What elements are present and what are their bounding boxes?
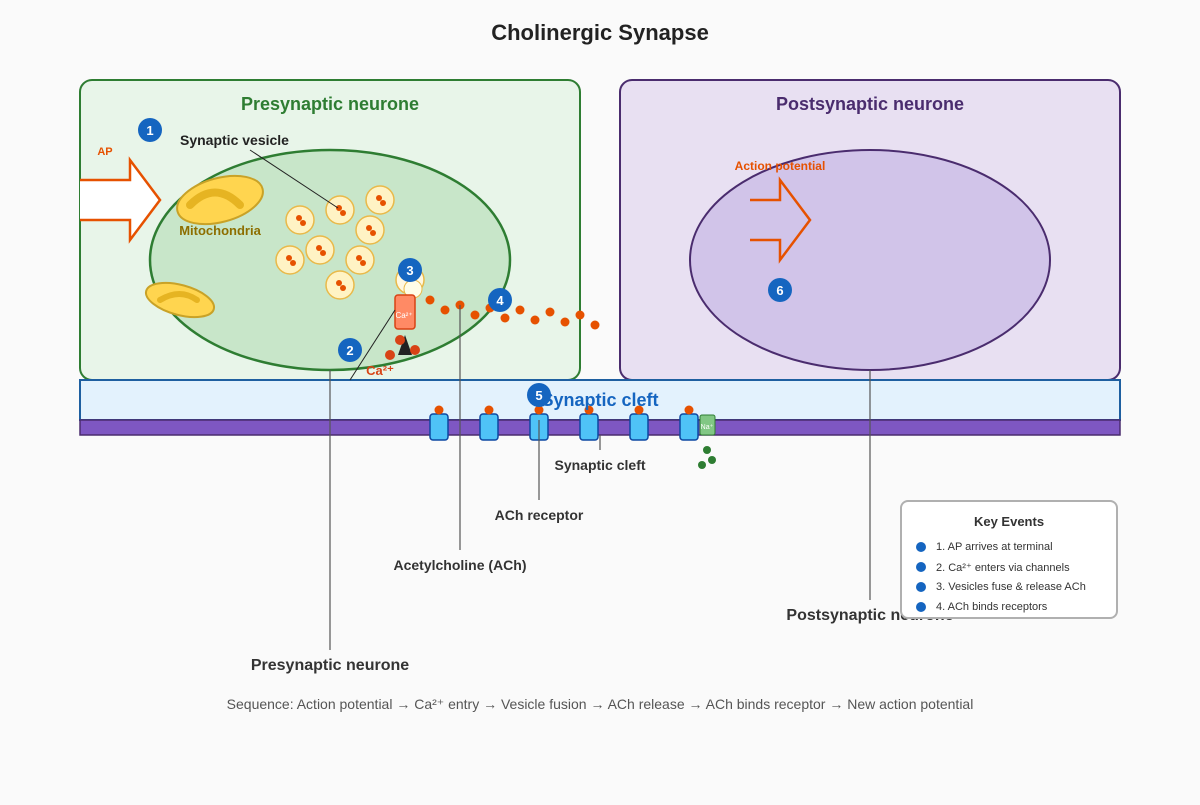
vesicle-leader-line — [249, 149, 339, 209]
key-events-title: Key Events — [973, 514, 1045, 529]
ach-receptor-callout: ACh receptor — [495, 507, 584, 523]
svg-text:1: 1 — [146, 123, 153, 138]
synaptic-cleft-callout: Synaptic cleft — [554, 457, 645, 473]
key-event-text: 1. AP arrives at terminal — [936, 541, 1053, 553]
svg-text:5: 5 — [535, 388, 542, 403]
vesicle-icon — [355, 215, 385, 245]
svg-text:2: 2 — [346, 343, 353, 358]
postsynaptic-membrane — [79, 419, 1121, 436]
ach-receptor-icon — [429, 405, 449, 441]
key-event-item: 3. Vesicles fuse & release ACh — [916, 579, 1086, 595]
svg-text:3: 3 — [406, 263, 413, 278]
influx-arrow-icon — [398, 335, 412, 355]
presynaptic-callout: Presynaptic neurone — [251, 657, 409, 674]
calcium-label: Ca²⁺ — [366, 363, 394, 378]
ach-receptor-icon — [679, 405, 699, 441]
svg-text:6: 6 — [776, 283, 783, 298]
bullet-icon — [916, 562, 926, 572]
key-event-text: 3. Vesicles fuse & release ACh — [936, 581, 1086, 593]
sequence-caption: Sequence: Action potential → Ca²⁺ entry … — [226, 696, 974, 712]
ach-receptor-icon — [579, 405, 599, 441]
vesicle-icon — [345, 245, 375, 275]
presynaptic-title: Presynaptic neurone — [241, 94, 419, 114]
vesicle-icon — [365, 185, 395, 215]
step-badge-2: 2 — [338, 338, 362, 362]
key-event-text: 2. Ca²⁺ enters via channels — [936, 561, 1070, 574]
key-events-legend: Key Events 1. AP arrives at terminal 2. … — [900, 500, 1118, 619]
step-badge-1: 1 — [138, 118, 162, 142]
diagram-title: Cholinergic Synapse — [491, 20, 709, 45]
ap-label: AP — [97, 146, 112, 158]
vesicle-icon — [275, 245, 305, 275]
ach-receptor-icon — [479, 405, 499, 441]
vesicle-icon — [305, 235, 335, 265]
calcium-ion — [395, 335, 405, 345]
postsynaptic-title: Postsynaptic neurone — [776, 94, 964, 114]
sodium-channel-icon — [699, 414, 716, 436]
mitochondrion-icon — [176, 174, 264, 226]
key-event-item: 4. ACh binds receptors — [916, 599, 1047, 615]
acetylcholine-callout: Acetylcholine (ACh) — [393, 557, 526, 573]
key-event-item: 2. Ca²⁺ enters via channels — [916, 559, 1070, 575]
key-event-item: 1. AP arrives at terminal — [916, 539, 1053, 555]
svg-text:4: 4 — [496, 293, 504, 308]
sodium-ion — [698, 461, 706, 469]
ach-receptor-icon — [529, 405, 549, 441]
synaptic-cleft-title: Synaptic cleft — [541, 390, 658, 410]
ach-receptor-icon — [629, 405, 649, 441]
bullet-icon — [916, 602, 926, 612]
sodium-label: Na⁺ — [701, 424, 714, 431]
key-event-text: 4. ACh binds receptors — [936, 601, 1048, 613]
step-badge-3: 3 — [398, 258, 422, 282]
calcium-channel-icon — [394, 294, 416, 330]
bullet-icon — [916, 582, 926, 592]
step-badge-5: 5 — [527, 383, 551, 407]
postsynaptic-ap-arrow-icon — [750, 176, 812, 264]
vesicle-icon — [325, 270, 355, 300]
vesicle-icon — [325, 195, 355, 225]
calcium-ion — [385, 350, 395, 360]
calcium-ion — [410, 345, 420, 355]
mitochondria-label: Mitochondria — [179, 223, 261, 238]
ach-molecules — [425, 295, 600, 330]
step-badge-6: 6 — [768, 278, 792, 302]
synaptic-cleft-band — [79, 379, 1121, 421]
sodium-ion — [703, 446, 711, 454]
vesicle-icon — [285, 205, 315, 235]
bullet-icon — [916, 542, 926, 552]
channel-leader-line — [349, 309, 396, 381]
postsynaptic-cell — [689, 149, 1051, 371]
sodium-ion — [708, 456, 716, 464]
synaptic-vesicle-label: Synaptic vesicle — [180, 132, 289, 148]
channel-label: Ca²⁺ — [395, 311, 412, 320]
action-potential-label: Action potential — [735, 159, 826, 173]
mitochondrion-icon — [144, 281, 216, 319]
step-badge-4: 4 — [488, 288, 512, 312]
ap-arrow-icon — [80, 156, 162, 244]
